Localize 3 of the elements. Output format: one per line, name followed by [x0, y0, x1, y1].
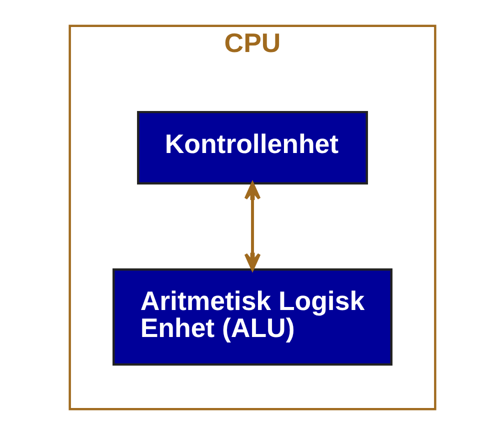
- arrow: [244, 182, 260, 271]
- node-box: Aritmetisk Logisk Enhet (ALU): [112, 268, 392, 366]
- node-box: Kontrollenhet: [136, 110, 368, 184]
